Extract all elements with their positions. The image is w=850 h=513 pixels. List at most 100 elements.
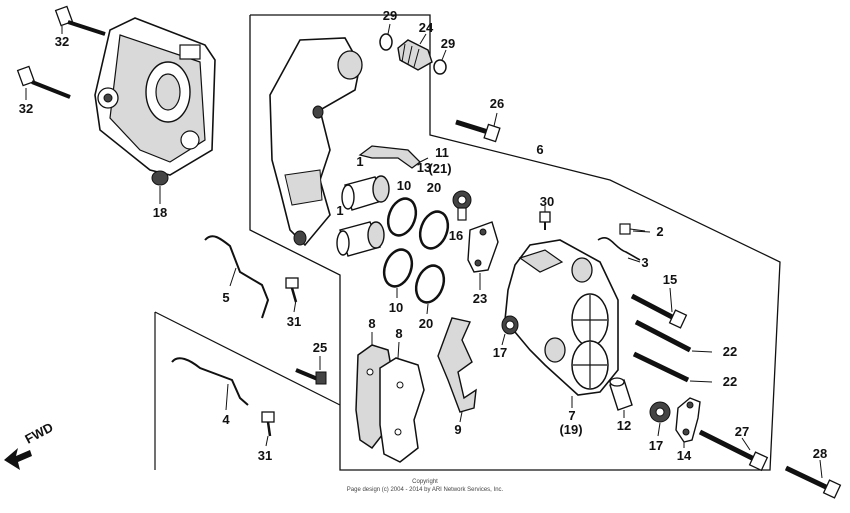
leader-24: [419, 33, 427, 45]
leader-9: [459, 411, 463, 423]
fwd-arrow-icon: [4, 448, 32, 470]
seal-20-upper: [418, 210, 450, 250]
bleeder-cap: [151, 170, 169, 186]
bolt-25: [295, 368, 327, 385]
callout-c29b: 29: [441, 36, 455, 51]
callout-c32a: 32: [55, 34, 69, 49]
spring-4: [171, 357, 249, 406]
leader-11: [419, 157, 429, 163]
piston-1-upper: [341, 175, 390, 211]
seal-20-lower: [414, 264, 446, 304]
caliper-bracket: [269, 37, 363, 247]
pad-shim-9: [437, 317, 477, 413]
leader-27: [741, 437, 751, 451]
screw-31-lower: [261, 411, 275, 437]
seal-ring-29b: [433, 59, 447, 75]
brake-pad-8-right: [379, 357, 425, 463]
callout-c8a: 8: [368, 316, 375, 331]
leader-31a: [293, 299, 297, 313]
callout-c26: 26: [490, 96, 504, 111]
caliper-body-7: [504, 239, 619, 396]
callout-c10a: 10: [397, 178, 411, 193]
callout-c20a: 20: [427, 180, 441, 195]
callout-c28: 28: [813, 446, 827, 461]
plate-14: [675, 397, 701, 443]
callout-c6: 6: [536, 142, 543, 157]
leader-26: [493, 112, 498, 127]
callout-c5: 5: [222, 290, 229, 305]
callout-c31b: 31: [258, 448, 272, 463]
callout-c19: (19): [559, 422, 582, 437]
bolt-15: [630, 293, 688, 329]
leader-3: [627, 257, 641, 263]
bushing-17-left: [501, 315, 519, 335]
sleeve-12: [609, 377, 633, 411]
callout-c2: 2: [656, 224, 663, 239]
pin-22-lower: [632, 351, 690, 383]
leader-17b: [657, 422, 661, 437]
callout-c8b: 8: [395, 326, 402, 341]
caliper-body-outer: [94, 17, 216, 176]
callout-c13: 13: [417, 160, 431, 175]
callout-c30: 30: [540, 194, 554, 209]
seal-10-lower: [382, 248, 414, 288]
spring-5: [204, 235, 270, 319]
leader-15: [669, 287, 673, 313]
screw-31-upper: [285, 277, 299, 303]
callout-c31a: 31: [287, 314, 301, 329]
leader-17a: [501, 333, 506, 346]
callout-c15: 15: [663, 272, 677, 287]
callout-c17b: 17: [649, 438, 663, 453]
callout-c18: 18: [153, 205, 167, 220]
callout-c22b: 22: [723, 374, 737, 389]
callout-c24: 24: [419, 20, 434, 35]
leader-2: [632, 230, 651, 233]
callout-c21: (21): [428, 161, 451, 176]
leader-28: [819, 459, 823, 479]
callout-c22a: 22: [723, 344, 737, 359]
callout-c4: 4: [222, 412, 230, 427]
callout-c23: 23: [473, 291, 487, 306]
fwd-label: FWD: [22, 420, 55, 447]
bolt-28: [784, 465, 842, 499]
leader-8b: [397, 341, 400, 359]
callout-c14: 14: [677, 448, 692, 463]
callout-c27: 27: [735, 424, 749, 439]
screw-2: [619, 223, 646, 235]
callout-c1b: 1: [336, 203, 343, 218]
footer-copyright: Copyright: [412, 479, 438, 485]
leader-4: [225, 383, 229, 411]
plate-23: [467, 221, 499, 273]
bushing-17-right: [649, 401, 671, 423]
bolt-32-upper: [54, 5, 106, 36]
callout-c12: 12: [617, 418, 631, 433]
assembly-outline-main: [249, 14, 781, 471]
bleeder-16: [452, 190, 472, 221]
leader-22b: [689, 380, 713, 383]
callout-c11: 11: [435, 145, 449, 160]
callout-c9: 9: [454, 422, 461, 437]
spring-3: [597, 237, 641, 261]
piston-1-lower: [336, 221, 385, 257]
callout-c29a: 29: [383, 8, 397, 23]
leader-5: [229, 267, 237, 287]
leader-31b: [265, 435, 269, 447]
bolt-32-lower: [16, 65, 71, 99]
screw-30: [539, 211, 551, 230]
callout-c7: 7: [568, 408, 575, 423]
callout-c32b: 32: [19, 101, 33, 116]
seal-10-upper: [386, 197, 418, 237]
assembly-outline-pads: [154, 311, 341, 406]
retainer-clip-13: [358, 145, 421, 169]
callout-c16: 16: [449, 228, 463, 243]
boot-24: [397, 39, 433, 71]
callout-c3: 3: [641, 255, 648, 270]
seal-ring-29a: [379, 33, 393, 51]
footer-page-design: Page design (c) 2004 - 2014 by ARI Netwo…: [347, 487, 504, 493]
callout-c1a: 1: [356, 154, 363, 169]
leader-29a: [387, 23, 391, 35]
leader-20b: [426, 303, 429, 315]
bolt-26: [455, 119, 501, 143]
